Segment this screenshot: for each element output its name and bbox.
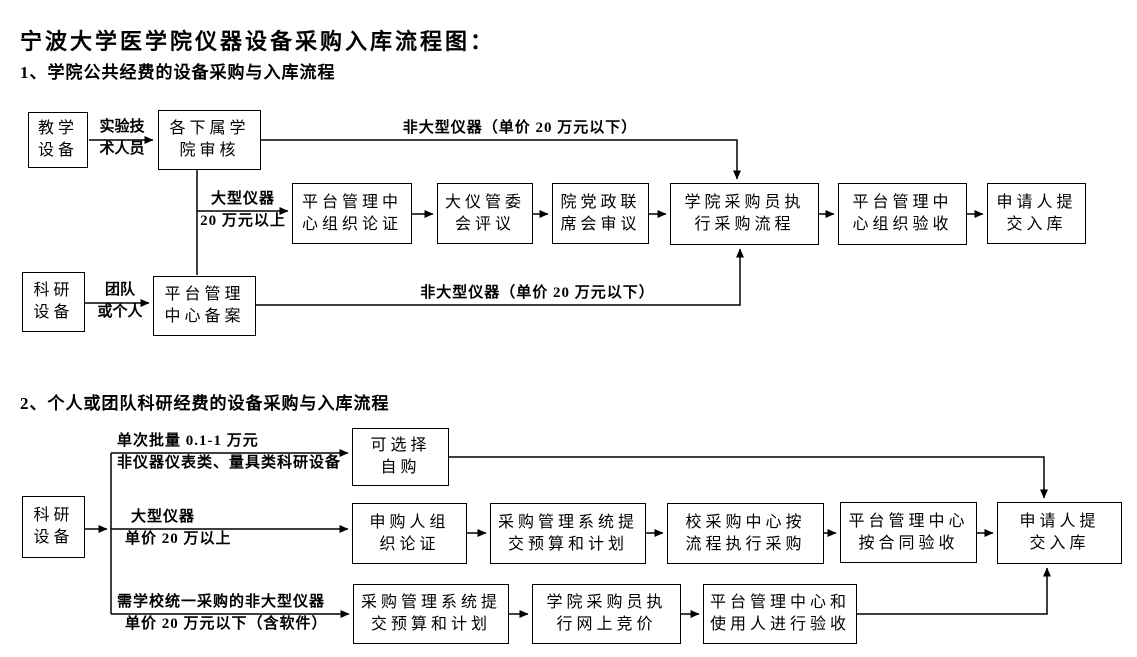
node-label-line: 申请人提 bbox=[996, 193, 1077, 211]
node-label-line: 校采购中心按 bbox=[685, 513, 806, 531]
node-label-line: 采购管理系统提 bbox=[497, 513, 638, 531]
edge-label-line: 团队 bbox=[104, 282, 135, 298]
node-label-line: 心组织论证 bbox=[301, 215, 402, 233]
node-research-equipment-s1: 科研 设备 bbox=[22, 272, 85, 332]
node-buyer-procurement: 学院采购员执 行采购流程 bbox=[670, 183, 819, 245]
node-self-purchase: 可选择 自购 bbox=[352, 428, 449, 486]
node-label-line: 流程执行采购 bbox=[685, 535, 806, 553]
connector-nonlarge-bottom bbox=[256, 248, 744, 306]
node-label-line: 可选择 bbox=[370, 437, 431, 454]
node-label-line: 织论证 bbox=[379, 535, 440, 553]
node-label-line: 各下属学 bbox=[169, 120, 250, 137]
node-label-line: 大仪管委 bbox=[444, 193, 525, 211]
edge-label-unified-non-large: 需学校统一采购的非大型仪器 单价 20 万元以下（含软件） bbox=[117, 591, 328, 635]
node-label-line: 设备 bbox=[37, 142, 78, 159]
edge-label-line: 20 万元以上 bbox=[200, 213, 286, 229]
section2-heading: 2、个人或团队科研经费的设备采购与入库流程 bbox=[20, 394, 390, 413]
node-label-line: 科研 bbox=[33, 282, 74, 299]
connector-selfpurchase-to-storage bbox=[449, 456, 1048, 499]
node-label-line: 采购管理系统提 bbox=[360, 594, 501, 611]
node-label-line: 交预算和计划 bbox=[507, 535, 628, 553]
edge-label-line: 单次批量 0.1-1 万元 bbox=[117, 433, 259, 449]
node-label-line: 设备 bbox=[33, 529, 74, 546]
node-submit-storage-s2: 申请人提 交入库 bbox=[997, 502, 1122, 564]
node-label-line: 院党政联 bbox=[560, 193, 641, 211]
edge-label-large-instrument-s2: 大型仪器 单价 20 万以上 bbox=[125, 506, 232, 550]
edge-label-non-large-bottom: 非大型仪器（单价 20 万元以下） bbox=[420, 285, 655, 301]
node-platform-filing: 平台管理 中心备案 bbox=[153, 276, 256, 336]
edge-label-team-or-individual: 团队 或个人 bbox=[88, 279, 152, 323]
node-label-line: 学院采购员执 bbox=[684, 194, 805, 211]
node-label-line: 设备 bbox=[33, 304, 74, 321]
section1-heading: 1、学院公共经费的设备采购与入库流程 bbox=[20, 63, 336, 82]
node-teaching-equipment: 教学 设备 bbox=[28, 112, 88, 168]
edge-label-line: 大型仪器 bbox=[131, 509, 196, 525]
node-label-line: 交入库 bbox=[1029, 535, 1090, 552]
node-platform-acceptance: 平台管理中 心组织验收 bbox=[838, 183, 967, 245]
node-label-line: 教学 bbox=[37, 120, 78, 137]
node-school-procurement: 校采购中心按 流程执行采购 bbox=[667, 503, 824, 564]
node-label-line: 使用人进行验收 bbox=[709, 616, 850, 633]
node-label-line: 行采购流程 bbox=[694, 216, 795, 233]
edge-label-line: 非仪器仪表类、量具类科研设备 bbox=[117, 455, 342, 471]
edge-label-batch-small: 单次批量 0.1-1 万元 非仪器仪表类、量具类科研设备 bbox=[117, 430, 341, 474]
edge-label-non-large-top: 非大型仪器（单价 20 万元以下） bbox=[402, 120, 638, 136]
edge-label-line: 单价 20 万以上 bbox=[125, 531, 232, 547]
edge-label-line: 术人员 bbox=[99, 141, 145, 157]
node-label-line: 行网上竞价 bbox=[556, 616, 657, 633]
node-label-line: 自购 bbox=[380, 459, 421, 476]
node-applicant-demonstration: 申购人组 织论证 bbox=[352, 503, 467, 564]
node-online-bidding: 学院采购员执 行网上竞价 bbox=[532, 584, 681, 644]
edge-label-line: 实验技 bbox=[99, 119, 145, 135]
node-label-line: 交预算和计划 bbox=[370, 616, 491, 633]
node-platform-demonstration: 平台管理中 心组织论证 bbox=[292, 183, 412, 244]
node-label-line: 平台管理中 bbox=[301, 193, 402, 211]
node-label-line: 心组织验收 bbox=[852, 216, 953, 233]
node-contract-acceptance: 平台管理中心 按合同验收 bbox=[840, 502, 977, 563]
node-submit-budget-plan-c: 采购管理系统提 交预算和计划 bbox=[353, 584, 509, 644]
node-research-equipment-s2: 科研 设备 bbox=[22, 496, 85, 558]
edge-label-line: 或个人 bbox=[97, 304, 143, 320]
node-committee-review: 大仪管委 会评议 bbox=[437, 183, 533, 244]
node-college-review: 各下属学 院审核 bbox=[158, 110, 261, 170]
connector-nonlarge-top bbox=[261, 139, 741, 180]
node-label-line: 平台管理中心和 bbox=[709, 594, 850, 611]
node-label-line: 席会审议 bbox=[560, 215, 641, 233]
edge-label-lab-technician: 实验技 术人员 bbox=[88, 116, 156, 160]
edge-label-line: 大型仪器 bbox=[210, 191, 275, 207]
edge-label-large-instrument-s1: 大型仪器 20 万元以上 bbox=[194, 188, 292, 232]
node-user-acceptance: 平台管理中心和 使用人进行验收 bbox=[703, 584, 857, 644]
node-label-line: 交入库 bbox=[1006, 215, 1067, 233]
node-label-line: 院审核 bbox=[179, 142, 240, 159]
node-joint-meeting: 院党政联 席会审议 bbox=[552, 183, 649, 244]
node-label-line: 科研 bbox=[33, 507, 74, 524]
node-label-line: 中心备案 bbox=[164, 308, 245, 325]
node-label-line: 平台管理中 bbox=[852, 194, 953, 211]
node-label-line: 平台管理中心 bbox=[848, 512, 969, 530]
node-label-line: 会评议 bbox=[454, 215, 515, 233]
edge-label-line: 单价 20 万元以下（含软件） bbox=[125, 616, 328, 632]
node-label-line: 平台管理 bbox=[164, 286, 245, 303]
node-submit-storage-s1: 申请人提 交入库 bbox=[987, 183, 1086, 244]
node-label-line: 学院采购员执 bbox=[546, 594, 667, 611]
connector-useracceptance-to-storage bbox=[857, 567, 1051, 615]
page-title: 宁波大学医学院仪器设备采购入库流程图： bbox=[20, 29, 496, 54]
node-submit-budget-plan-b: 采购管理系统提 交预算和计划 bbox=[490, 503, 646, 564]
node-label-line: 申购人组 bbox=[369, 513, 450, 531]
node-label-line: 申请人提 bbox=[1019, 513, 1100, 530]
node-label-line: 按合同验收 bbox=[858, 534, 959, 552]
edge-label-line: 需学校统一采购的非大型仪器 bbox=[117, 594, 326, 610]
